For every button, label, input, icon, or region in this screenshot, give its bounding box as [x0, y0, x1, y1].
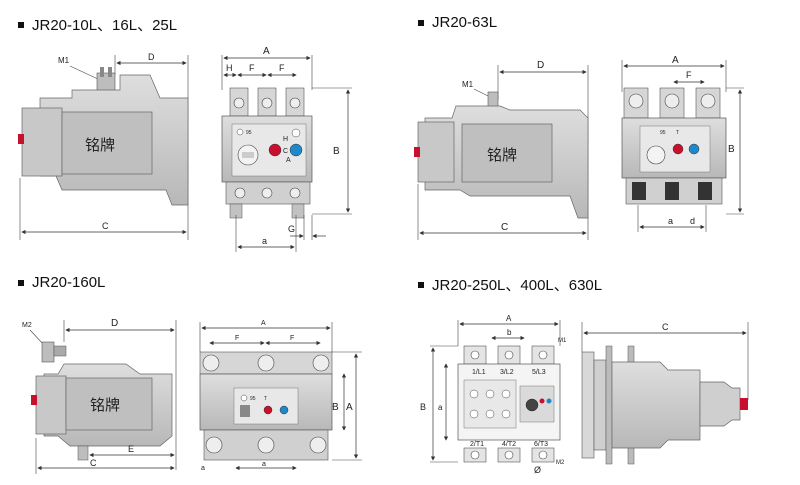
- label-95: 95: [660, 130, 666, 136]
- section-title-jr20-160l: JR20-160L: [18, 274, 105, 291]
- dim-label-a: A: [261, 320, 266, 327]
- bullet-icon: [418, 19, 424, 26]
- dim-label-f: F: [686, 70, 692, 80]
- label-m1: M1: [558, 338, 567, 344]
- label-m1: M1: [462, 80, 474, 89]
- terminal-label-6t3: 6/T3: [534, 441, 548, 448]
- dim-label-f: F: [290, 335, 294, 342]
- dim-label-f: F: [235, 335, 239, 342]
- label-a-small: A: [286, 157, 291, 164]
- label-m2: M2: [22, 322, 32, 329]
- jr20-63l-front-view: A F 95 T B a: [621, 55, 744, 232]
- terminal-label-5l3: 5/L3: [532, 369, 546, 376]
- nameplate-label: 铭牌: [90, 397, 120, 414]
- jr20-160l-front-view: A F F 95 T A B: [199, 320, 362, 472]
- jr20-160l-side-view: M2 D 铭牌 C E: [22, 318, 177, 474]
- dim-label-c: C: [102, 221, 109, 231]
- dim-label-b-small: b: [507, 328, 512, 337]
- dim-label-a: A: [672, 55, 679, 66]
- label-95: 95: [250, 396, 256, 402]
- bullet-icon: [18, 279, 24, 286]
- label-m2: M2: [556, 460, 565, 466]
- dim-label-phi: Ø: [534, 465, 541, 475]
- dim-label-c: C: [501, 222, 508, 233]
- dim-label-h: H: [226, 63, 233, 73]
- terminal-label-4t2: 4/T2: [502, 441, 516, 448]
- dim-label-a: A: [263, 46, 270, 57]
- dim-label-f: F: [279, 63, 285, 73]
- label-95: 95: [246, 130, 252, 136]
- section-title-jr20-63l: JR20-63L: [418, 14, 497, 31]
- dim-label-d: D: [111, 318, 118, 329]
- label-t-small: T: [264, 396, 267, 402]
- jr20-63l-side-view: D M1 铭牌 C: [414, 60, 589, 240]
- section-title-text: JR20-250L、400L、630L: [432, 277, 603, 294]
- terminal-label-2t1: 2/T1: [470, 441, 484, 448]
- bullet-icon: [18, 21, 24, 28]
- section-title-text: JR20-160L: [32, 274, 106, 291]
- dim-label-a-lower: a: [262, 461, 266, 468]
- dim-label-a-lower: a: [668, 216, 673, 226]
- jr20-250l-side-view: C: [581, 322, 749, 465]
- dim-label-a-lower: a: [438, 403, 443, 412]
- dim-label-a-corner: a: [201, 465, 205, 472]
- dim-label-b: B: [333, 146, 340, 157]
- dim-label-a-vertical: A: [346, 402, 353, 413]
- nameplate-label: 铭牌: [85, 137, 115, 154]
- section-title-jr20-250l: JR20-250L、400L、630L: [418, 274, 602, 295]
- dim-label-f: F: [249, 63, 255, 73]
- dim-label-d-small: d: [690, 216, 695, 226]
- terminal-label-1l1: 1/L1: [472, 369, 486, 376]
- dim-label-g: G: [288, 224, 295, 234]
- dim-label-b: B: [420, 402, 426, 412]
- dim-label-d: D: [537, 60, 544, 71]
- jr20-250l-front-view: A b M1 1/L1 3/L2 5/L3 2/T1: [420, 314, 567, 475]
- dim-label-c: C: [90, 458, 97, 468]
- terminal-label-3l2: 3/L2: [500, 369, 514, 376]
- dim-label-a-lower: a: [262, 236, 267, 246]
- label-t-small: T: [676, 130, 679, 136]
- label-c-small: C: [283, 148, 288, 155]
- dim-label-b: B: [728, 144, 735, 155]
- section-title-text: JR20-10L、16L、25L: [32, 17, 178, 34]
- label-h-small: H: [283, 136, 288, 143]
- label-m1: M1: [58, 56, 70, 65]
- dim-label-d: D: [148, 52, 155, 62]
- dim-label-a: A: [506, 314, 512, 323]
- jr20-10l-side-view: D M1 铭牌 C: [18, 52, 189, 240]
- bullet-icon: [418, 281, 424, 288]
- jr20-10l-front-view: A H F F 95 H C A: [221, 46, 352, 252]
- nameplate-label: 铭牌: [487, 147, 517, 164]
- section-title-text: JR20-63L: [432, 14, 498, 31]
- dim-label-c: C: [662, 322, 669, 332]
- dim-label-b: B: [332, 402, 339, 413]
- dim-label-e: E: [128, 444, 134, 454]
- section-title-jr20-10l: JR20-10L、16L、25L: [18, 14, 177, 35]
